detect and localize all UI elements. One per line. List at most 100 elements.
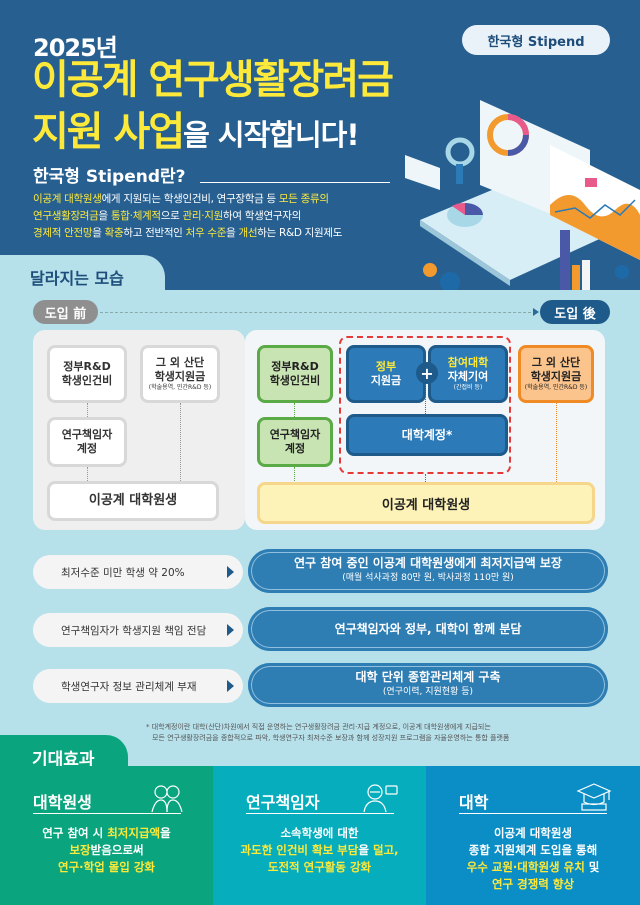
connector [180, 403, 181, 481]
problem-row: 최저수준 미만 학생 약 20% [33, 555, 243, 589]
problem-row: 연구책임자가 학생지원 책임 전담 [33, 613, 243, 647]
text-line: 도전적 연구활동 강화 [213, 859, 426, 876]
effects-tab-label: 기대효과 [32, 750, 95, 770]
highlight-text: 보장 [69, 843, 91, 857]
solution-text: 연구책임자와 정부, 대학이 함께 분담 [334, 621, 522, 636]
label: 지원금 [370, 374, 402, 387]
solution-detail: (매월 석사과정 80만 원, 박사과정 110만 원) [342, 573, 514, 583]
solution-row: 대학 단위 종합관리체계 구축 (연구이력, 지원현황 등) [248, 663, 608, 707]
timeline-dotted-line [100, 312, 536, 313]
text-line: 연구 참여 시 최저지급액을 [0, 825, 213, 842]
label: 그 외 산단 [531, 356, 581, 369]
text: 을 [160, 826, 171, 840]
highlight-text: 도전적 연구활동 강화 [267, 860, 372, 874]
highlight-text: 통합·체계적 [110, 210, 161, 222]
text-line: 연구 경쟁력 향상 [426, 876, 640, 893]
label-small: (간접비 등) [453, 384, 483, 391]
highlight-text: 연구생활장려금 [33, 210, 99, 222]
text: 을 [226, 227, 239, 239]
label-small: (학술용역, 민간R&D 등) [524, 384, 588, 391]
solution-row: 연구 참여 중인 이공계 대학원생에게 최저지급액 보장(매월 석사과정 80만… [248, 549, 608, 593]
text: 하고 전반적인 [123, 227, 186, 239]
text-line: 소속학생에 대한 [213, 825, 426, 842]
connector [556, 403, 557, 482]
text-line: 과도한 인건비 확보 부담을 덜고, [213, 842, 426, 859]
highlight-text: 개선 [238, 227, 258, 239]
stipend-badge: 한국형 Stipend [462, 25, 610, 55]
effect-title: 대학원생 [33, 793, 92, 812]
text: 종합 지원체계 도입을 통해 [468, 843, 598, 857]
before-target-box: 이공계 대학원생 [47, 481, 219, 521]
label: 자체기여 [447, 370, 489, 383]
text-line: 이공계 대학원생 [426, 825, 640, 842]
label: 학생지원금 [154, 370, 206, 383]
solution-text: 대학 단위 종합관리체계 구축 [355, 670, 501, 684]
highlight-text: 우수 교원·대학원생 유치 [466, 860, 585, 874]
arrow-right-icon [227, 566, 234, 578]
professor-icon [363, 784, 398, 812]
main-title-line1: 이공계 연구생활장려금 [32, 57, 394, 103]
intro-heading-underline [200, 182, 390, 183]
label: 학생인건비 [269, 374, 321, 387]
highlight-text: 경제적 안전망 [33, 227, 93, 239]
text-line: 종합 지원체계 도입을 통해 [426, 842, 640, 859]
text-line: 우수 교원·대학원생 유치 및 [426, 859, 640, 876]
label: 그 외 산단 [155, 356, 205, 369]
arrow-right-icon [227, 680, 234, 692]
year-label: 2025년 [33, 34, 118, 62]
highlight-text: 확충 [104, 227, 124, 239]
label: 연구책임자 [269, 428, 321, 441]
timeline-arrow-icon [533, 308, 539, 316]
divider [246, 813, 394, 814]
university-icon [576, 783, 612, 811]
highlight-text: 관리·지원 [182, 210, 224, 222]
before-label: 도입 前 [33, 300, 98, 324]
label-highlight: 정부 [375, 360, 397, 373]
connector [87, 467, 88, 481]
students-icon [151, 785, 183, 812]
divider [459, 813, 607, 814]
text-line: 연구·학업 몰입 강화 [0, 859, 213, 876]
footnote-line: * 대학계정이란 대학(산단)차원에서 직접 운영하는 연구생활장려금 관리·지… [146, 723, 491, 731]
text: 에게 지원되는 학생인건비, 연구장학금 등 [101, 193, 279, 205]
highlight-text: 덜고, [372, 843, 399, 857]
highlight-text: 모든 종류의 [278, 193, 329, 205]
text: 소속학생에 대한 [280, 826, 359, 840]
intro-heading: 한국형 Stipend란? [33, 167, 186, 187]
text: 하여 학생연구자의 [223, 210, 301, 222]
footnote: * 대학계정이란 대학(산단)차원에서 직접 운영하는 연구생활장려금 관리·지… [146, 722, 626, 744]
text: 연구 참여 시 [42, 826, 108, 840]
highlight-text: 최저지급액 [107, 826, 161, 840]
changes-tab-label: 달라지는 모습 [30, 269, 124, 288]
connector [294, 403, 295, 417]
title-strong: 지원 사업 [32, 109, 185, 155]
highlight-text: 처우 수준 [185, 227, 227, 239]
changes-tab: 달라지는 모습 [0, 255, 165, 291]
text: 을 [92, 227, 105, 239]
label-small: (학술용역, 민간R&D 등) [148, 384, 212, 391]
arrow-right-icon [227, 624, 234, 636]
title-rest: 을 시작합니다! [183, 118, 359, 152]
text-line: 경제적 안전망을 확충하고 전반적인 처우 수준을 개선하는 R&D 지원제도 [33, 225, 413, 242]
solution-detail: (연구이력, 지원현황 등) [382, 687, 474, 697]
connector [425, 474, 426, 482]
problem-row: 학생연구자 정보 관리체계 부재 [33, 669, 243, 703]
label: 계정 [284, 442, 306, 455]
label: 학생지원금 [530, 370, 582, 383]
text: 받음으로써 [90, 843, 144, 857]
label-highlight: 참여대학 [447, 356, 489, 369]
effect-title: 대학 [459, 793, 489, 812]
